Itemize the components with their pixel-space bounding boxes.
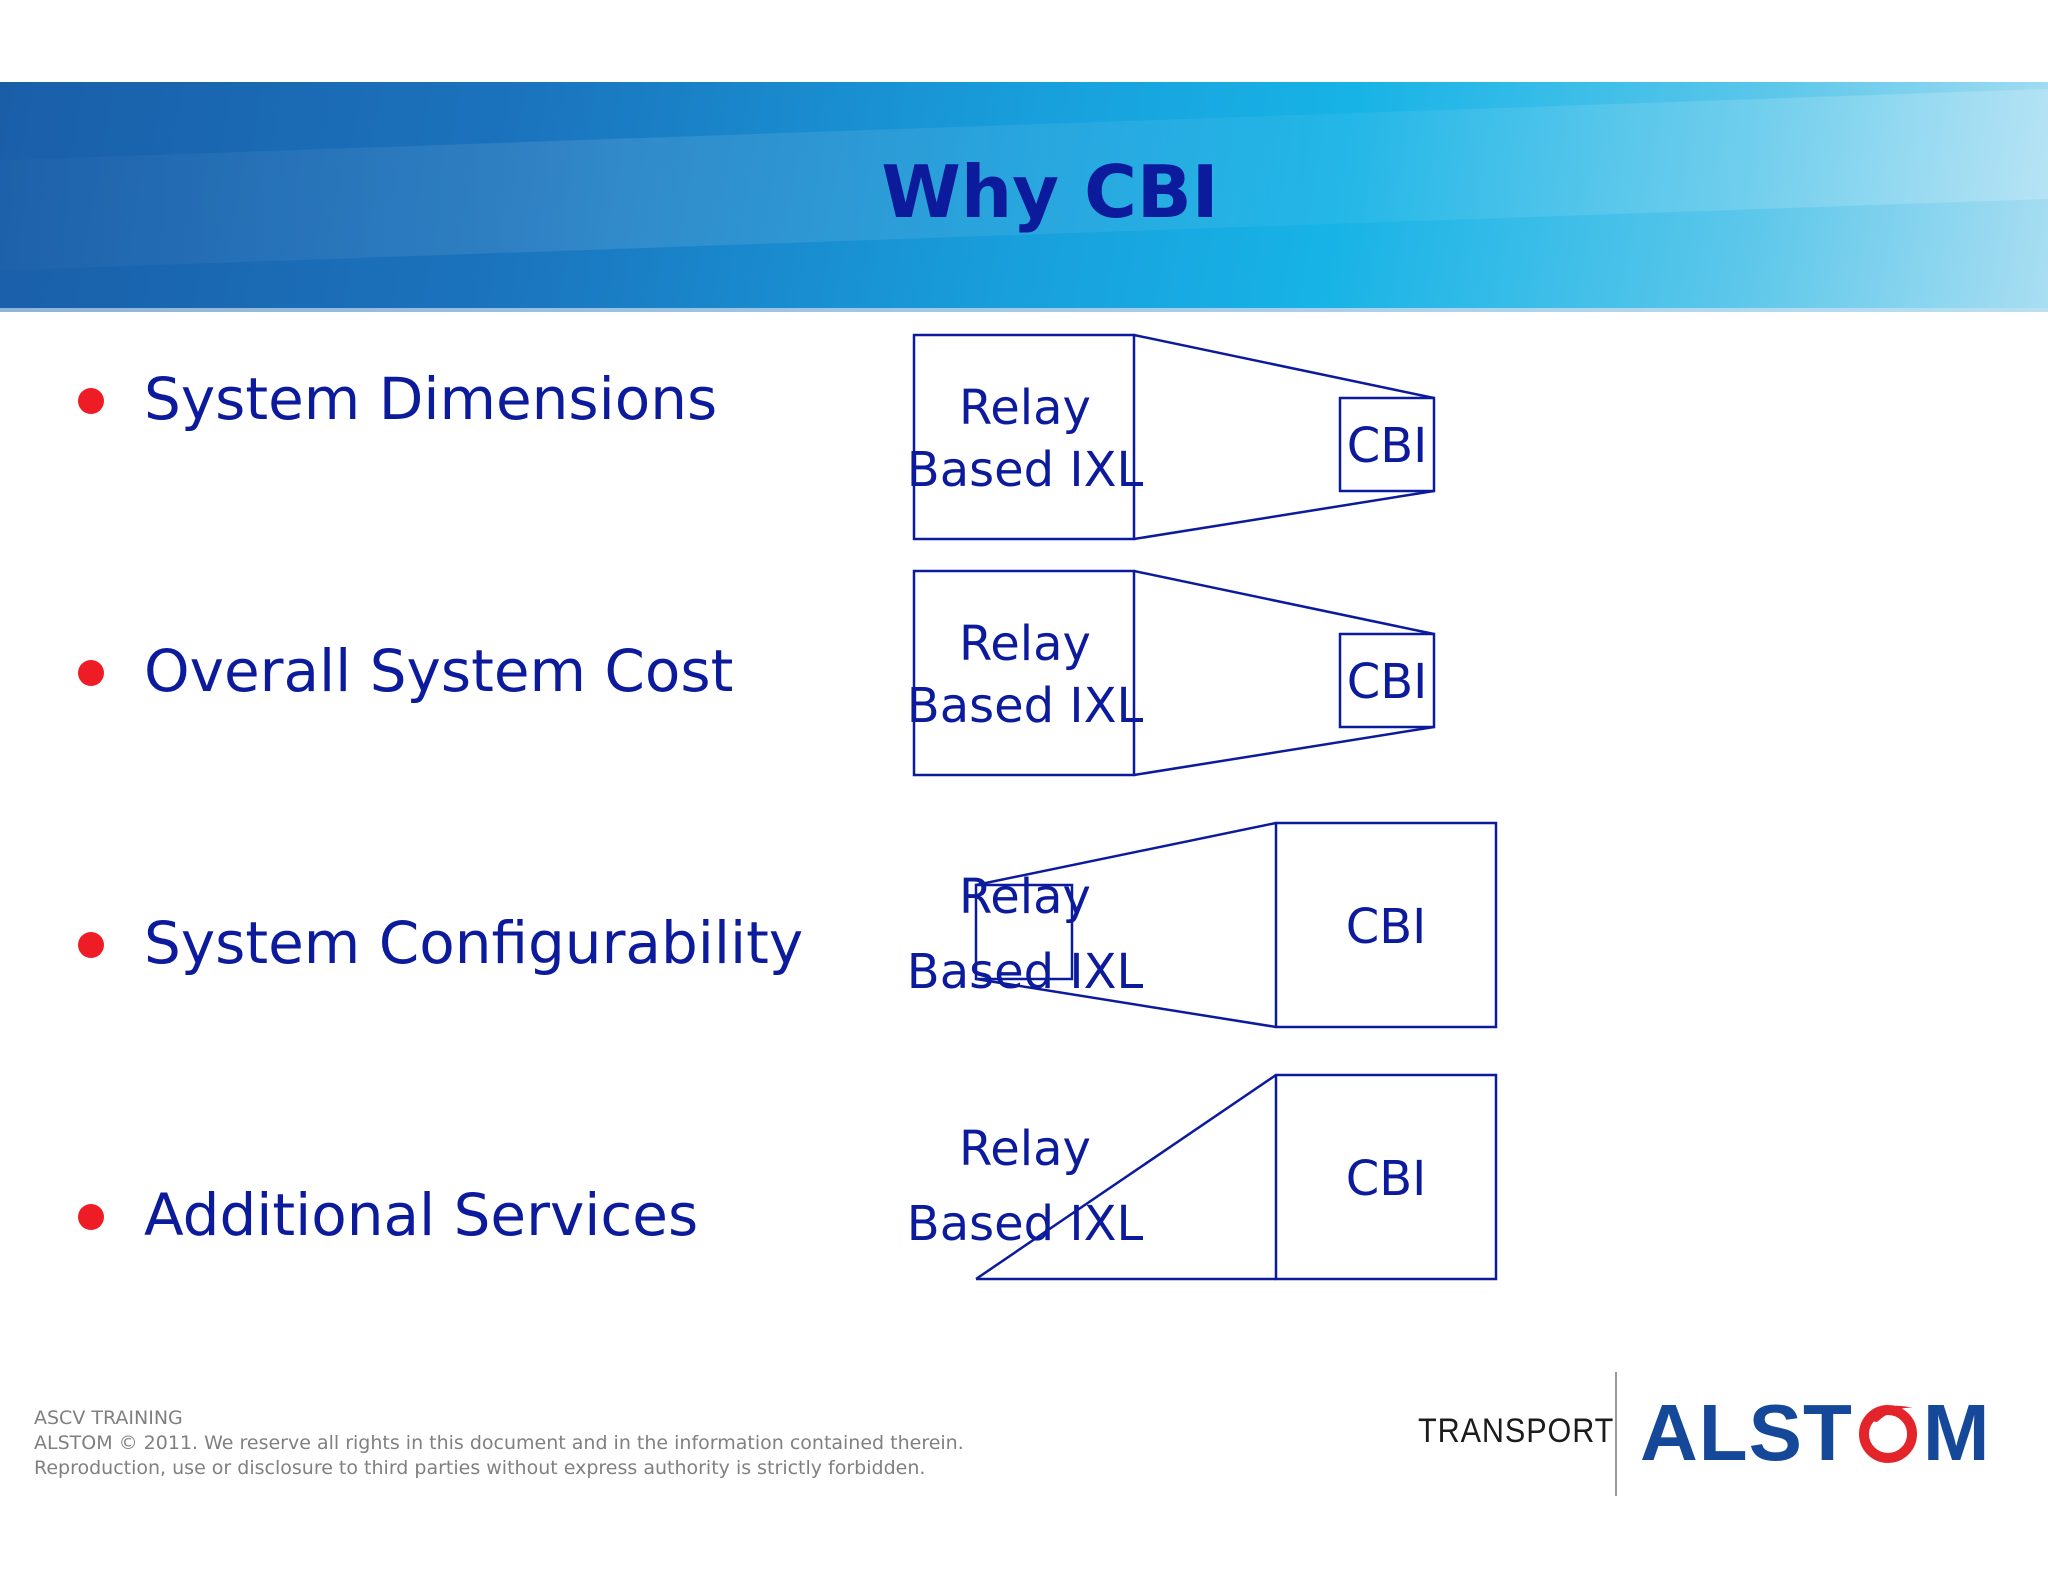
connector-line (1133, 725, 1435, 777)
slide-title: Why CBI (881, 150, 1219, 234)
relay-box (974, 883, 1074, 981)
relay-label: Relay (959, 869, 1091, 925)
relay-box (912, 569, 1136, 777)
relay-label: Relay (959, 380, 1091, 436)
cbi-box (1338, 396, 1436, 493)
bullet-dot-icon (78, 388, 104, 414)
cbi-box (1338, 632, 1436, 729)
cbi-box (1274, 821, 1498, 1029)
footer-legal: ASCV TRAINING ALSTOM © 2011. We reserve … (34, 1406, 964, 1481)
relay-label: Based IXL (907, 1196, 1144, 1252)
relay-label: Based IXL (907, 944, 1144, 1000)
logo-brand-suffix: M (1922, 1388, 1991, 1477)
connector-line (1133, 333, 1435, 400)
connector-line (975, 977, 1277, 1029)
bullet-label: Overall System Cost (144, 637, 734, 705)
logo-brand-prefix: ALST (1640, 1388, 1853, 1477)
cbi-label: CBI (1346, 899, 1427, 955)
connector-line (1133, 489, 1435, 541)
bullet-dot-icon (78, 660, 104, 686)
footer-course: ASCV TRAINING (34, 1407, 183, 1429)
diagram-configurability (974, 821, 1498, 1029)
footer-disclaimer: Reproduction, use or disclosure to third… (34, 1457, 926, 1479)
relay-label: Based IXL (907, 442, 1144, 498)
connector-line (975, 1073, 1277, 1281)
bullet-label: System Configurability (144, 909, 804, 977)
bullet-dot-icon (78, 932, 104, 958)
bullet-label: Additional Services (144, 1181, 699, 1249)
diagram-cost (912, 569, 1436, 777)
bullet-label: System Dimensions (144, 365, 718, 433)
relay-label: Relay (959, 616, 1091, 672)
bullet-dot-icon (78, 1204, 104, 1230)
banner-base-line (0, 308, 2048, 312)
relay-label: Based IXL (907, 678, 1144, 734)
cbi-label: CBI (1346, 1151, 1427, 1207)
relay-label: Relay (959, 1121, 1091, 1177)
footer-copyright: ALSTOM © 2011. We reserve all rights in … (34, 1432, 964, 1454)
cbi-label: CBI (1347, 654, 1428, 710)
diagram-dimensions (912, 333, 1436, 541)
connector-line (1133, 569, 1435, 636)
relay-box (912, 333, 1136, 541)
alstom-o-swirl-icon (1855, 1392, 1921, 1463)
logo-brand: ALST M (1640, 1388, 1991, 1478)
alstom-transport-logo: TRANSPORT ALST M (1418, 1372, 1990, 1496)
connector-line (975, 821, 1277, 887)
logo-divider (1615, 1372, 1617, 1496)
header-banner (0, 82, 2048, 312)
diagram-services (975, 1073, 1498, 1281)
logo-division-text: TRANSPORT (1418, 1412, 1615, 1450)
cbi-label: CBI (1347, 418, 1428, 474)
cbi-box (1274, 1073, 1498, 1281)
